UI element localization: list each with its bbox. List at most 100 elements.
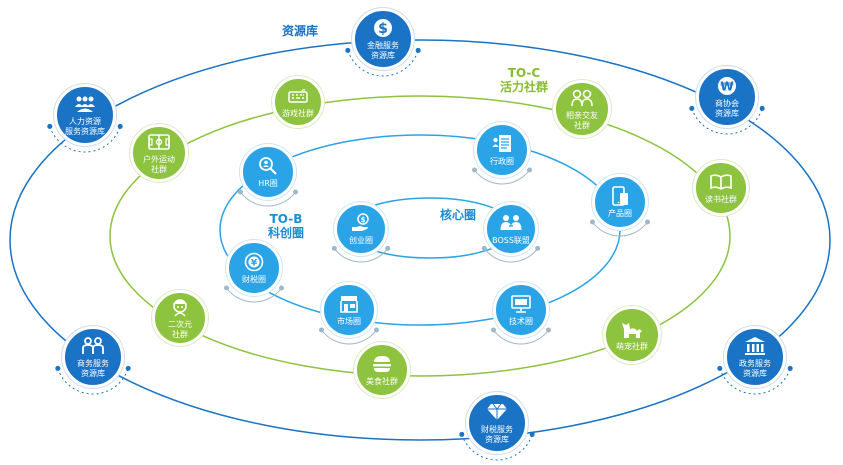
hr-circle-node[interactable]: HR圈 <box>240 144 296 200</box>
finance-tax-circle-node[interactable]: ¥ 财税圈 <box>226 240 282 296</box>
magnifier-person-icon <box>257 155 279 177</box>
startup-circle-node[interactable]: $ 创业圈 <box>334 202 388 256</box>
marketing-circle-node[interactable]: 市场圈 <box>321 282 377 338</box>
anime-character-icon <box>169 296 191 318</box>
couple-icon <box>571 87 593 109</box>
anime-community-label: 二次元 社群 <box>168 320 192 339</box>
orbit-dot <box>459 431 465 437</box>
admin-circle-label: 行政圈 <box>490 157 514 166</box>
orbit-dot <box>293 189 299 195</box>
marketing-circle-label: 市场圈 <box>337 317 361 326</box>
orbit-dot <box>645 219 651 225</box>
dating-community-node[interactable]: 相亲交友 社群 <box>553 80 611 138</box>
orbit-arc <box>321 329 377 345</box>
pet-community-label: 萌宠社群 <box>616 342 648 351</box>
computer-icon <box>510 293 532 315</box>
tech-circle-node[interactable]: 技术圈 <box>493 282 549 338</box>
chamber-commerce-label: 商协会 资源库 <box>715 99 739 118</box>
orbit-dot <box>689 105 695 111</box>
chamber-commerce-node[interactable]: ₩ 商协会 资源库 <box>696 66 758 128</box>
orbit-dot <box>529 431 535 437</box>
food-community-label: 美食社群 <box>366 377 398 386</box>
gaming-community-node[interactable]: 游戏社群 <box>272 76 324 128</box>
orbit-dot <box>589 219 595 225</box>
orbit-dot <box>481 245 487 251</box>
storefront-icon <box>338 293 360 315</box>
orbit-dot <box>471 167 477 173</box>
hr-service-label: 人力资源 服务资源库 <box>65 117 105 136</box>
orbit-dot <box>47 123 53 129</box>
mobile-device-icon <box>609 185 631 207</box>
orbit-dot <box>331 245 337 251</box>
hr-circle-label: HR圈 <box>258 179 278 188</box>
pet-community-node[interactable]: 萌宠社群 <box>603 306 661 364</box>
product-circle-node[interactable]: 产品圈 <box>592 174 648 230</box>
tax-service-label: 财税服务 资源库 <box>481 425 513 444</box>
keyboard-icon <box>287 85 309 107</box>
orbit-dot <box>125 365 131 371</box>
core-ring-label: 核心圈 <box>440 208 477 222</box>
admin-circle-node[interactable]: 行政圈 <box>474 122 530 178</box>
orbit-dot <box>759 105 765 111</box>
coin-icon: ¥ <box>243 251 265 273</box>
orbit-arc <box>333 248 389 263</box>
dating-community-label: 相亲交友 社群 <box>566 111 598 130</box>
orbit-dot <box>318 327 324 333</box>
food-community-node[interactable]: 美食社群 <box>354 342 410 398</box>
orbit-arc <box>347 50 419 77</box>
orbit-dot <box>490 327 496 333</box>
reading-community-node[interactable]: 读书社群 <box>693 160 749 216</box>
orbit-arc <box>493 329 549 345</box>
resource-ring-label: 资源库 <box>282 24 319 38</box>
svg-text:₩: ₩ <box>720 80 734 94</box>
dollar-icon: $ <box>372 17 394 39</box>
inner-ring <box>219 134 621 326</box>
orbit-dot <box>535 245 541 251</box>
orbit-arc <box>483 248 539 263</box>
tech-circle-label: 技术圈 <box>509 317 533 326</box>
orbit-dot <box>787 365 793 371</box>
anime-community-node[interactable]: 二次元 社群 <box>152 290 208 346</box>
outdoor-sports-community-node[interactable]: 户外运动 社群 <box>130 124 188 182</box>
product-circle-label: 产品圈 <box>608 209 632 218</box>
book-icon <box>710 171 732 193</box>
startup-circle-label: 创业圈 <box>349 236 373 245</box>
orbit-dot <box>55 365 61 371</box>
boss-alliance-node[interactable]: BOSS联盟 <box>484 202 538 256</box>
orbit-dot <box>527 167 533 173</box>
svg-text:¥: ¥ <box>251 258 258 268</box>
finance-service-node[interactable]: $ 金融服务 资源库 <box>352 8 414 70</box>
orbit-dots <box>47 47 793 461</box>
tax-service-node[interactable]: 财税服务 资源库 <box>466 392 528 454</box>
won-icon: ₩ <box>716 75 738 97</box>
business-service-node[interactable]: 商务服务 资源库 <box>62 326 124 388</box>
orbit-arc <box>691 108 763 135</box>
orbit-dot <box>237 189 243 195</box>
orbit-arc <box>240 191 296 207</box>
orbit-dot <box>345 47 351 53</box>
orbit-arc <box>461 434 533 461</box>
orbit-arc <box>474 169 530 185</box>
orbit-dot <box>279 285 285 291</box>
svg-text:$: $ <box>361 216 366 224</box>
partners-icon <box>500 212 522 234</box>
middle-ring <box>109 95 731 377</box>
pet-icon <box>621 318 643 340</box>
toc-ring-label: TO-C 活力社群 <box>500 66 549 94</box>
orbit-dot <box>415 47 421 53</box>
hr-service-node[interactable]: 人力资源 服务资源库 <box>54 84 116 146</box>
government-service-node[interactable]: 政务服务 资源库 <box>724 326 786 388</box>
orbit-dot <box>117 123 123 129</box>
people-group-icon <box>74 93 96 115</box>
sports-field-icon <box>148 131 170 153</box>
business-people-icon <box>82 335 104 357</box>
reading-community-label: 读书社群 <box>705 195 737 204</box>
burger-icon <box>371 353 393 375</box>
orbit-arc <box>57 368 129 395</box>
orbit-dot <box>717 365 723 371</box>
hand-money-icon: $ <box>350 212 372 234</box>
government-building-icon <box>744 335 766 357</box>
orbit-dot <box>546 327 552 333</box>
